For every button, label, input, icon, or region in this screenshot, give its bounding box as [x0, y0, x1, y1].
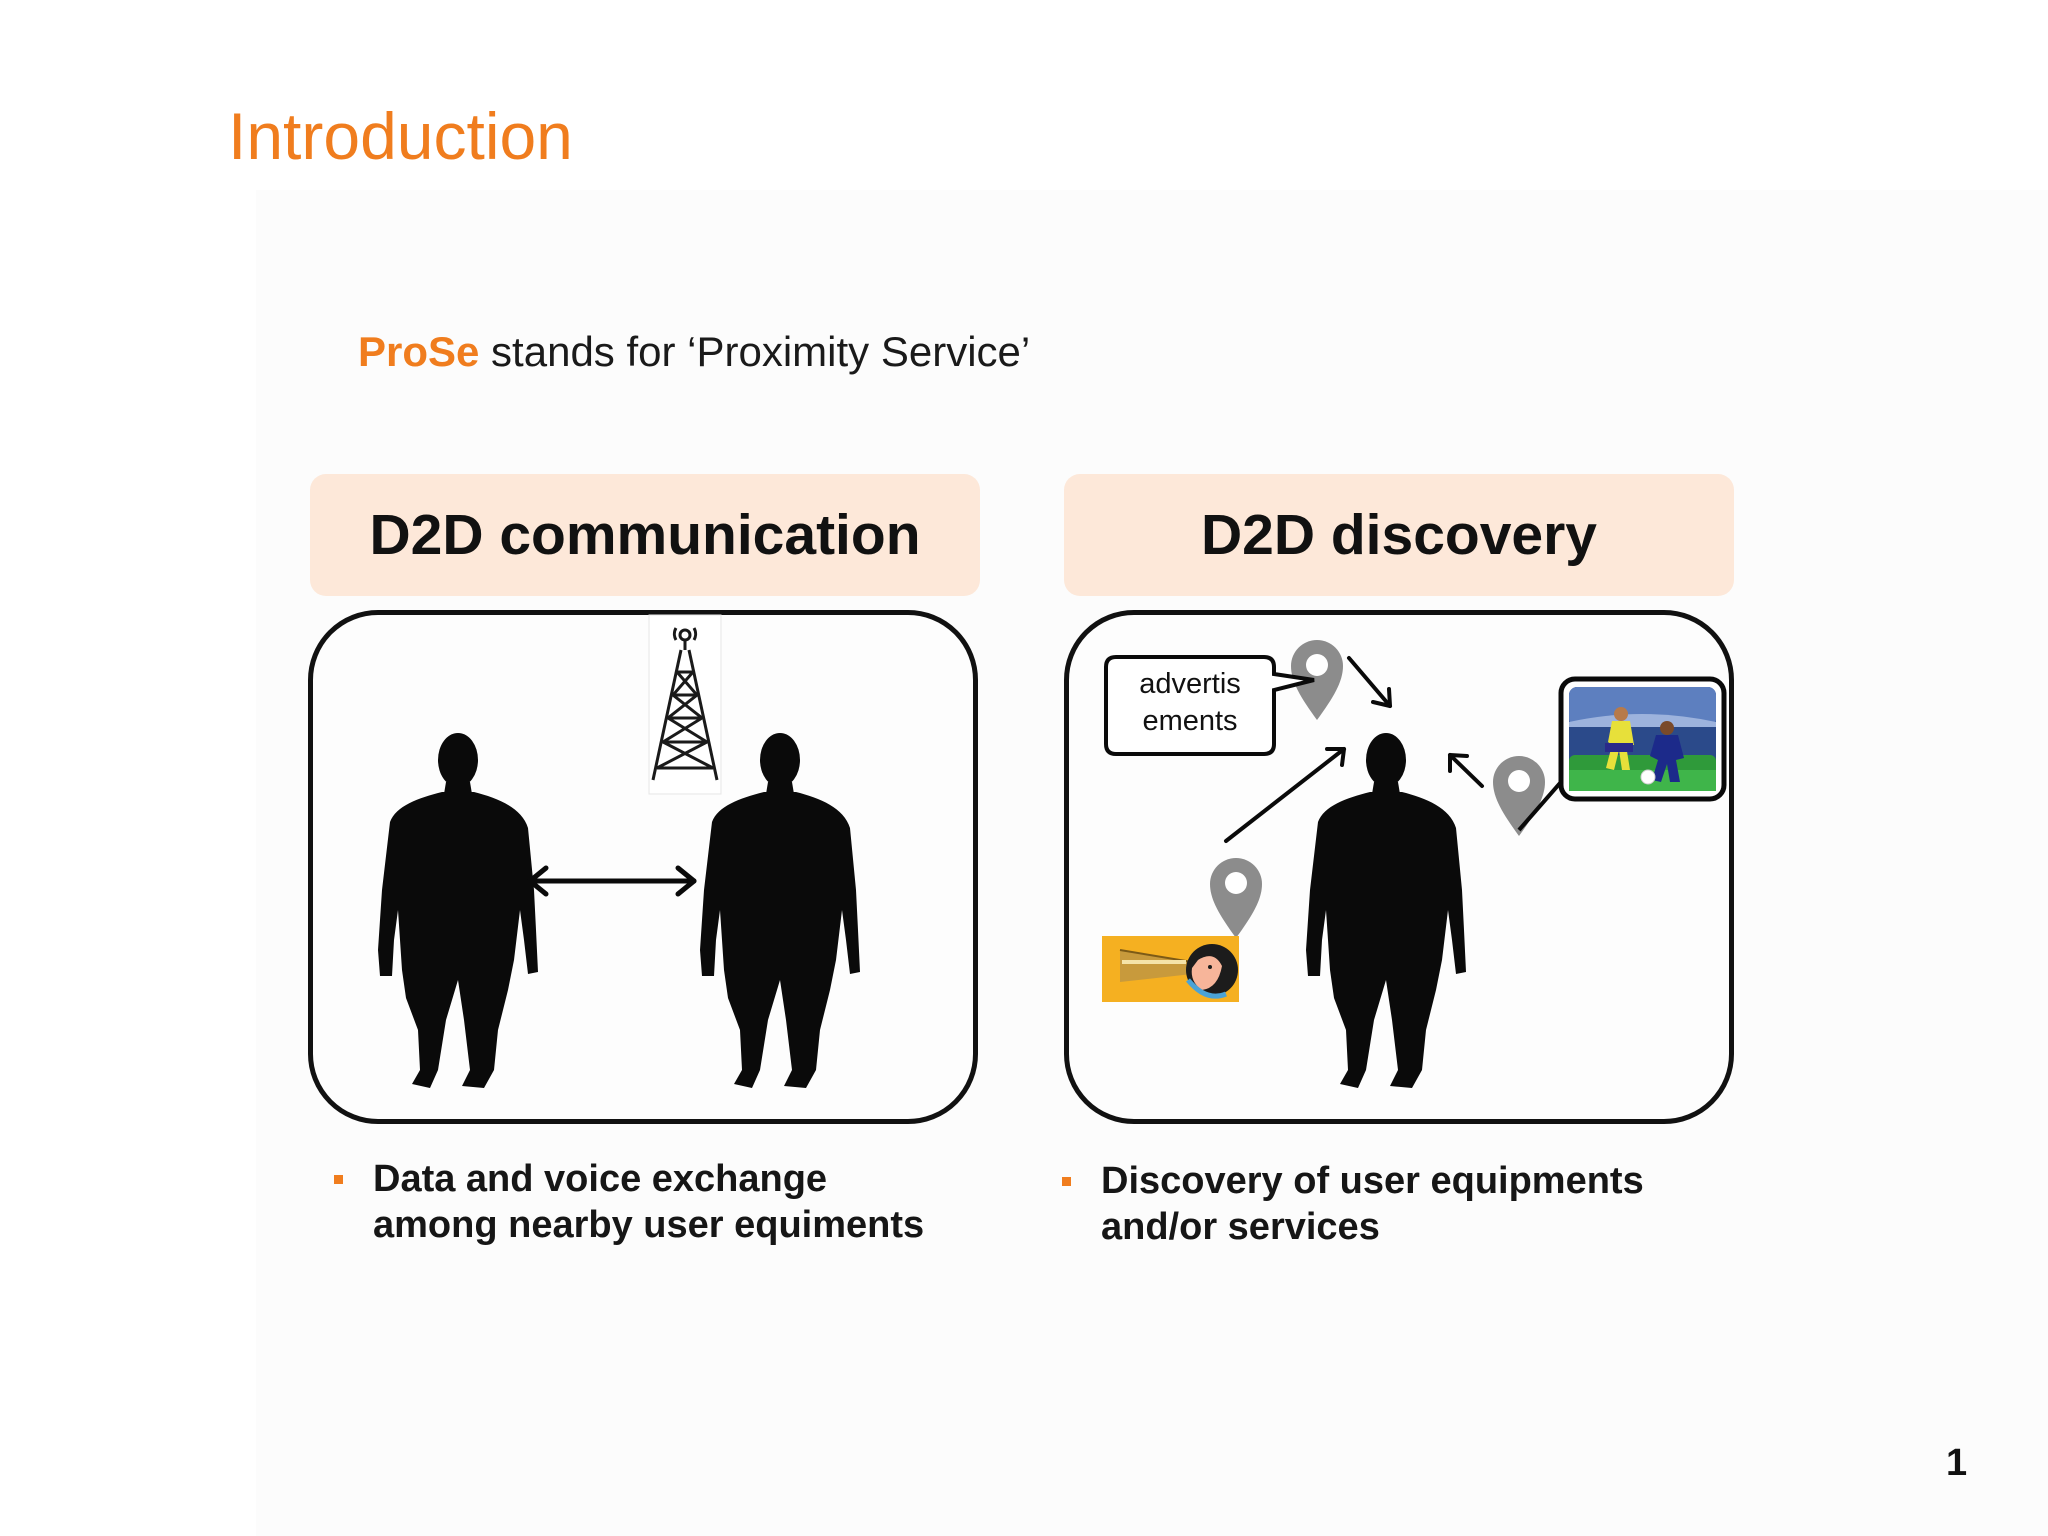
football-player-blue-icon — [1650, 721, 1684, 782]
d2d-discovery-header: D2D discovery — [1064, 474, 1734, 596]
football-icon — [1640, 769, 1656, 785]
advertisement-callout: advertis ements — [1104, 655, 1315, 756]
d2d-communication-illustration — [378, 614, 860, 1088]
d2d-discovery-panel: advertis ements — [1064, 610, 1734, 1124]
megaphone-announcement-icon — [1102, 936, 1239, 1002]
location-pin-announcement-icon — [1210, 858, 1262, 938]
d2d-communication-panel — [308, 610, 978, 1124]
d2d-communication-description: Data and voice exchange among nearby use… — [373, 1158, 925, 1246]
d2d-discovery-description: Discovery of user equipments and/or serv… — [1101, 1160, 1644, 1248]
person-left-icon — [378, 733, 538, 1088]
location-pin-video-icon — [1493, 756, 1545, 836]
slide-title: Introduction — [228, 99, 573, 173]
advertisement-callout-text: advertis ements — [1139, 668, 1241, 737]
prose-definition: ProSe stands for ‘Proximity Service’ — [358, 328, 1030, 376]
arrow-from-video-icon — [1448, 753, 1484, 788]
video-thumbnail — [1517, 676, 1727, 832]
cell-tower-icon — [648, 614, 722, 795]
d2d-communication-bullet: Data and voice exchange among nearby use… — [334, 1156, 924, 1248]
football-player-yellow-icon — [1605, 707, 1634, 770]
person-center-icon — [1306, 733, 1466, 1088]
prose-acronym: ProSe — [358, 328, 480, 375]
page-number: 1 — [1946, 1442, 1968, 1484]
prose-definition-text: stands for ‘Proximity Service’ — [479, 328, 1031, 375]
bullet-marker — [1062, 1177, 1071, 1186]
arrow-from-advertisement-icon — [1347, 656, 1392, 708]
person-right-icon — [700, 733, 860, 1088]
d2d-discovery-illustration: advertis ements — [1102, 640, 1727, 1088]
exchange-arrow-icon — [527, 865, 697, 897]
arrow-from-announcement-icon — [1224, 747, 1346, 843]
bullet-marker — [334, 1175, 343, 1184]
d2d-discovery-bullet: Discovery of user equipments and/or serv… — [1062, 1158, 1644, 1250]
d2d-communication-header: D2D communication — [310, 474, 980, 596]
